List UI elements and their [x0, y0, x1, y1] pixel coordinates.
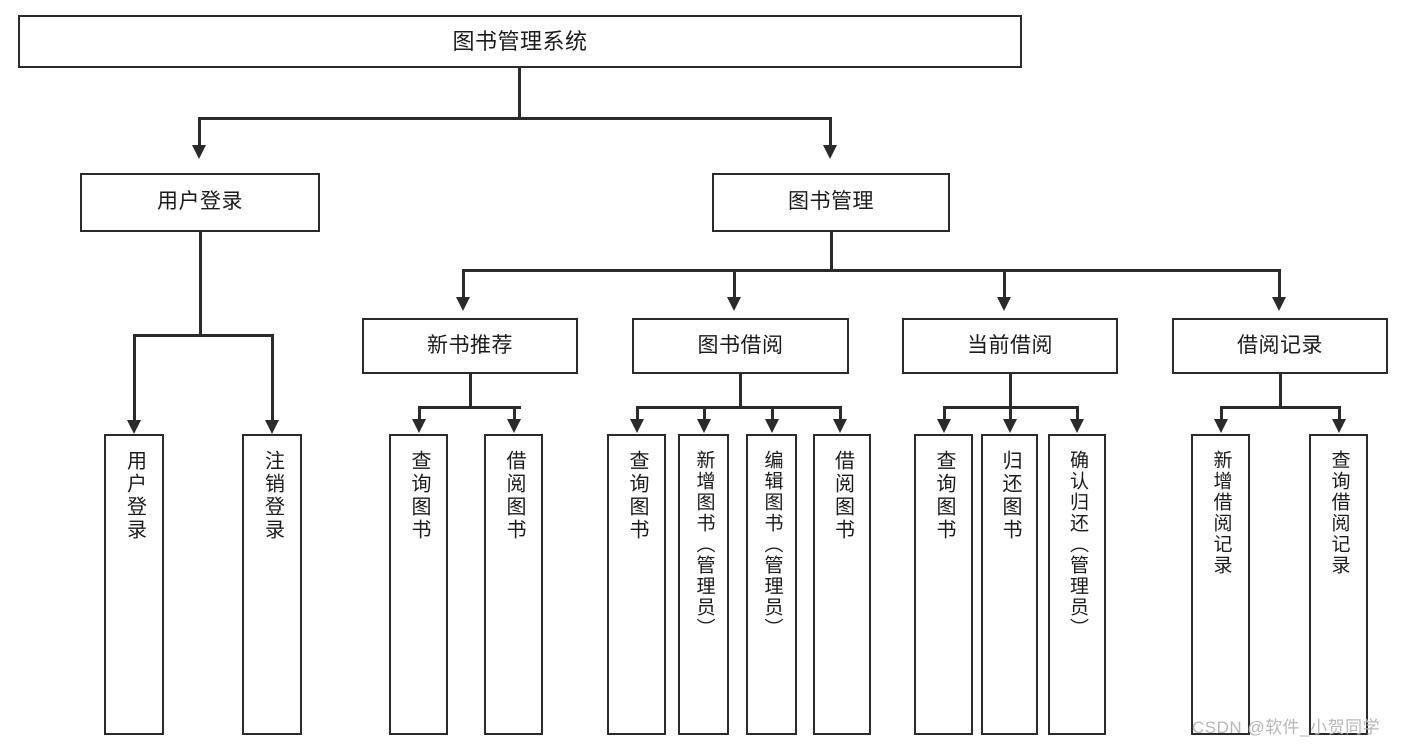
node-label: 图书管理 — [788, 190, 874, 214]
connector-current-drop-3 — [1076, 406, 1079, 419]
arrow-to-current-borrow — [997, 297, 1011, 311]
leaf-confirm-return-admin[interactable]: 确认归还（管理员） — [1048, 434, 1106, 735]
connector-borrow-drop-1 — [636, 406, 639, 419]
connector-borrow-drop-4 — [839, 406, 842, 419]
leaf-edit-book-admin[interactable]: 编辑图书（管理员） — [746, 434, 797, 735]
node-current-borrow[interactable]: 当前借阅 — [902, 318, 1118, 374]
node-label: 查询图书 — [626, 450, 648, 542]
connector-recommend-drop-1 — [418, 406, 421, 419]
leaf-query-borrow-record[interactable]: 查询借阅记录 — [1309, 434, 1368, 735]
node-book-borrow[interactable]: 图书借阅 — [632, 318, 849, 374]
arrow-to-new-book-recommend — [456, 297, 470, 311]
connector-current-drop-2 — [1009, 406, 1012, 419]
connector-recommend-bus — [418, 406, 521, 409]
node-label: 确认归还（管理员） — [1066, 450, 1088, 639]
node-label: 归还图书 — [999, 450, 1021, 542]
node-label: 查询图书 — [933, 450, 955, 542]
connector-record-drop-1 — [1220, 406, 1223, 419]
connector-book-manage-stem — [830, 232, 833, 271]
connector-level2-drop-1 — [462, 269, 465, 297]
connector-recommend-drop-2 — [513, 406, 516, 419]
connector-borrow-stem — [739, 374, 742, 408]
leaf-user-login[interactable]: 用户登录 — [104, 434, 164, 735]
connector-borrow-drop-2 — [703, 406, 706, 419]
node-label: 查询图书 — [408, 450, 430, 542]
connector-level1-drop-1 — [198, 117, 201, 145]
arrow-to-leaf-query-book-1 — [412, 419, 426, 433]
arrow-to-leaf-borrow-book-2 — [833, 419, 847, 433]
connector-level1-drop-2 — [829, 117, 832, 145]
leaf-logout[interactable]: 注销登录 — [242, 434, 302, 735]
node-label: 注销登录 — [261, 450, 284, 542]
node-label: 新增借阅记录 — [1210, 450, 1232, 576]
node-label: 查询借阅记录 — [1328, 450, 1350, 576]
arrow-to-leaf-add-record — [1214, 419, 1228, 433]
connector-record-bus — [1220, 406, 1340, 409]
arrow-to-leaf-query-book-3 — [937, 419, 951, 433]
node-label: 编辑图书（管理员） — [761, 450, 783, 639]
arrow-to-leaf-logout — [265, 420, 279, 434]
arrow-to-leaf-query-record — [1332, 419, 1346, 433]
node-label: 借阅图书 — [503, 450, 525, 542]
node-label: 新增图书（管理员） — [693, 450, 715, 639]
node-user-login[interactable]: 用户登录 — [80, 173, 320, 232]
arrow-to-leaf-add-book — [697, 419, 711, 433]
connector-borrow-drop-3 — [771, 406, 774, 419]
arrow-to-leaf-query-book-2 — [630, 419, 644, 433]
connector-level2-bus — [462, 269, 1281, 272]
node-label: 图书管理系统 — [452, 28, 588, 54]
arrow-to-leaf-edit-book — [765, 419, 779, 433]
arrow-to-leaf-borrow-book-1 — [507, 419, 521, 433]
connector-record-drop-2 — [1338, 406, 1341, 419]
node-borrow-record[interactable]: 借阅记录 — [1172, 318, 1388, 374]
leaf-add-borrow-record[interactable]: 新增借阅记录 — [1191, 434, 1250, 735]
node-book-management[interactable]: 图书管理 — [712, 173, 950, 232]
leaf-return-book[interactable]: 归还图书 — [981, 434, 1038, 735]
node-label: 图书借阅 — [697, 333, 784, 357]
connector-user-login-drop-2 — [271, 334, 274, 420]
leaf-query-book-current[interactable]: 查询图书 — [914, 434, 973, 735]
arrow-to-book-manage — [823, 145, 837, 159]
connector-borrow-bus — [636, 406, 841, 409]
leaf-add-book-admin[interactable]: 新增图书（管理员） — [678, 434, 729, 735]
connector-user-login-bus — [133, 334, 273, 337]
connector-current-drop-1 — [943, 406, 946, 419]
connector-current-stem — [1009, 374, 1012, 408]
leaf-query-book-borrow[interactable]: 查询图书 — [607, 434, 666, 735]
connector-root-stem — [518, 68, 521, 119]
connector-record-stem — [1279, 374, 1282, 408]
connector-level1-bus — [198, 117, 831, 120]
leaf-borrow-book-recommend[interactable]: 借阅图书 — [484, 434, 543, 735]
node-label: 当前借阅 — [967, 333, 1053, 357]
connector-user-login-drop-1 — [133, 334, 136, 420]
connector-level2-drop-3 — [1003, 269, 1006, 297]
arrow-to-book-borrow — [727, 297, 741, 311]
node-new-book-recommend[interactable]: 新书推荐 — [362, 318, 578, 374]
node-label: 用户登录 — [123, 450, 146, 542]
connector-user-login-stem — [199, 232, 202, 336]
connector-recommend-stem — [469, 374, 472, 408]
node-label: 借阅图书 — [831, 450, 854, 542]
node-root-system[interactable]: 图书管理系统 — [18, 15, 1022, 68]
node-label: 用户登录 — [157, 190, 243, 214]
arrow-to-leaf-user-login — [127, 420, 141, 434]
leaf-borrow-book[interactable]: 借阅图书 — [813, 434, 871, 735]
arrow-to-leaf-return-book — [1003, 419, 1017, 433]
arrow-to-user-login — [192, 145, 206, 159]
node-label: 新书推荐 — [427, 333, 513, 357]
node-label: 借阅记录 — [1237, 333, 1323, 357]
connector-level2-drop-2 — [733, 269, 736, 297]
leaf-query-book-recommend[interactable]: 查询图书 — [389, 434, 448, 735]
arrow-to-borrow-record — [1272, 297, 1286, 311]
arrow-to-leaf-confirm-return — [1070, 419, 1084, 433]
connector-level2-drop-4 — [1278, 269, 1281, 297]
